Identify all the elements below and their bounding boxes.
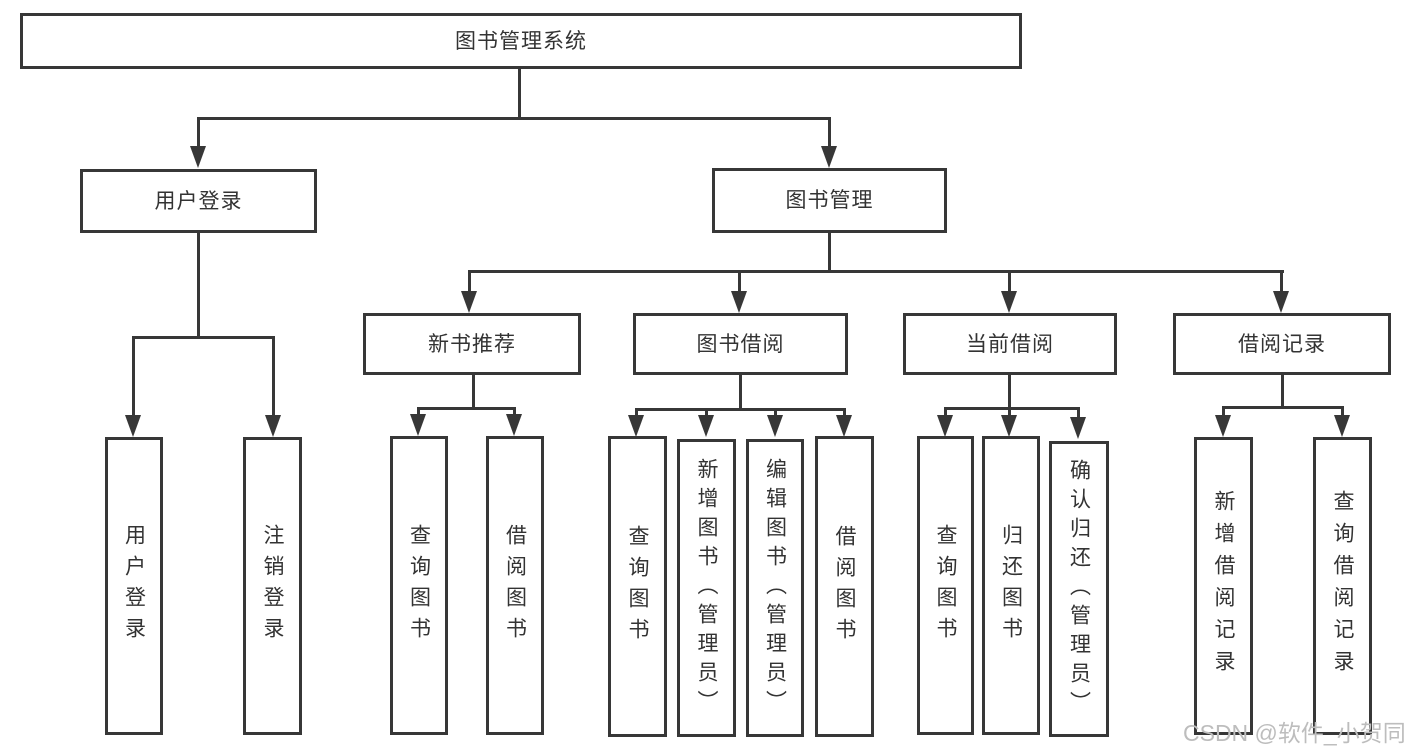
connector-drop-bb-add bbox=[705, 408, 708, 418]
connector-user-login-stem bbox=[197, 233, 200, 336]
leaf-label: 注销登录 bbox=[261, 524, 284, 648]
connector-book-borrow-rail bbox=[635, 408, 844, 411]
leaf-cb-confirm-return-admin: 确认归还（管理员） bbox=[1049, 441, 1109, 737]
leaf-label: 归还图书 bbox=[999, 523, 1023, 648]
arrowhead-nr-borrow bbox=[506, 414, 522, 436]
connector-drop-book-borrow bbox=[738, 270, 741, 294]
arrowhead-leaf-logout bbox=[265, 415, 281, 437]
node-library-management-system: 图书管理系统 bbox=[20, 13, 1022, 69]
arrowhead-cb-query bbox=[937, 415, 953, 437]
leaf-label: 新增图书（管理员） bbox=[695, 457, 718, 719]
connector-level2-rail bbox=[197, 117, 831, 120]
node-label: 借阅记录 bbox=[1238, 332, 1326, 356]
leaf-label: 借阅图书 bbox=[833, 524, 856, 649]
leaf-bb-borrow-books: 借阅图书 bbox=[815, 436, 874, 737]
arrowhead-bb-query bbox=[628, 415, 644, 437]
connector-drop-cb-return bbox=[1008, 407, 1011, 417]
connector-drop-nr-borrow bbox=[513, 407, 516, 419]
node-current-borrow: 当前借阅 bbox=[903, 313, 1117, 375]
connector-book-borrow-stem bbox=[739, 375, 742, 408]
leaf-bb-edit-books-admin: 编辑图书（管理员） bbox=[746, 439, 804, 737]
node-book-management: 图书管理 bbox=[712, 168, 947, 233]
connector-drop-leaf-logout bbox=[272, 336, 275, 416]
arrowhead-cb-confirm bbox=[1070, 417, 1086, 439]
connector-drop-bb-edit bbox=[774, 408, 777, 418]
connector-drop-nr-query bbox=[417, 407, 420, 419]
connector-drop-br-add bbox=[1222, 406, 1225, 417]
connector-drop-bb-query bbox=[635, 408, 638, 418]
arrowhead-br-query bbox=[1334, 415, 1350, 437]
arrowhead-bb-edit bbox=[767, 415, 783, 437]
arrowhead-leaf-user-login bbox=[125, 415, 141, 437]
leaf-br-query-record: 查询借阅记录 bbox=[1313, 437, 1372, 735]
node-borrow-records: 借阅记录 bbox=[1173, 313, 1391, 375]
connector-drop-new-book bbox=[468, 270, 471, 294]
arrowhead-user-login bbox=[190, 146, 206, 168]
arrowhead-current-borrow bbox=[1001, 291, 1017, 313]
connector-level3-rail bbox=[468, 270, 1284, 273]
leaf-user-login: 用户登录 bbox=[105, 437, 163, 735]
leaf-label: 新增借阅记录 bbox=[1212, 490, 1235, 682]
node-book-borrow: 图书借阅 bbox=[633, 313, 848, 375]
arrowhead-borrow-records bbox=[1273, 291, 1289, 313]
connector-book-management-stem bbox=[828, 233, 831, 270]
arrowhead-bb-borrow bbox=[836, 415, 852, 437]
leaf-br-add-record: 新增借阅记录 bbox=[1194, 437, 1253, 735]
leaf-label: 确认归还（管理员） bbox=[1067, 458, 1091, 720]
connector-drop-current-borrow bbox=[1008, 270, 1011, 294]
leaf-nr-query-books: 查询图书 bbox=[390, 436, 448, 735]
leaf-bb-query-books: 查询图书 bbox=[608, 436, 667, 737]
leaf-cb-return-books: 归还图书 bbox=[982, 436, 1040, 735]
leaf-label: 查询借阅记录 bbox=[1331, 490, 1354, 682]
leaf-label: 查询图书 bbox=[407, 523, 431, 648]
leaf-label: 查询图书 bbox=[626, 524, 649, 649]
node-label: 新书推荐 bbox=[428, 332, 516, 356]
arrowhead-nr-query bbox=[410, 414, 426, 436]
connector-borrow-records-stem bbox=[1281, 375, 1284, 406]
leaf-logout: 注销登录 bbox=[243, 437, 302, 735]
node-label: 图书借阅 bbox=[696, 332, 785, 356]
node-user-login: 用户登录 bbox=[80, 169, 317, 233]
connector-new-book-rail bbox=[417, 407, 516, 410]
connector-drop-cb-query bbox=[944, 407, 947, 417]
leaf-label: 编辑图书（管理员） bbox=[763, 457, 787, 719]
connector-drop-borrow-records bbox=[1280, 270, 1283, 294]
node-label: 图书管理 bbox=[785, 189, 874, 212]
connector-new-book-stem bbox=[472, 375, 475, 407]
connector-borrow-records-rail bbox=[1222, 406, 1343, 409]
leaf-cb-query-books: 查询图书 bbox=[917, 436, 974, 735]
node-new-book-recommend: 新书推荐 bbox=[363, 313, 581, 375]
connector-drop-user-login bbox=[197, 117, 200, 153]
node-label: 用户登录 bbox=[154, 189, 243, 213]
leaf-nr-borrow-books: 借阅图书 bbox=[486, 436, 544, 735]
leaf-label: 查询图书 bbox=[934, 523, 957, 648]
connector-root-stem bbox=[518, 69, 521, 117]
connector-current-borrow-rail bbox=[944, 407, 1079, 410]
leaf-label: 用户登录 bbox=[122, 524, 146, 648]
connector-drop-br-query bbox=[1341, 406, 1344, 417]
leaf-label: 借阅图书 bbox=[503, 523, 527, 648]
arrowhead-br-add bbox=[1215, 415, 1231, 437]
arrowhead-bb-add bbox=[698, 415, 714, 437]
connector-drop-leaf-user-login bbox=[132, 336, 135, 416]
leaf-bb-add-books-admin: 新增图书（管理员） bbox=[677, 439, 736, 737]
arrowhead-cb-return bbox=[1001, 415, 1017, 437]
connector-drop-book-management bbox=[828, 117, 831, 153]
arrowhead-book-borrow bbox=[731, 291, 747, 313]
arrowhead-book-management bbox=[821, 146, 837, 168]
node-label: 当前借阅 bbox=[966, 332, 1054, 356]
arrowhead-new-book bbox=[461, 291, 477, 313]
csdn-watermark: CSDN @软件_小贺同学 bbox=[1183, 720, 1405, 746]
connector-drop-cb-confirm bbox=[1077, 407, 1080, 419]
node-label: 图书管理系统 bbox=[455, 29, 587, 53]
connector-drop-bb-borrow bbox=[843, 408, 846, 418]
connector-current-borrow-stem bbox=[1008, 375, 1011, 407]
connector-user-login-rail bbox=[132, 336, 275, 339]
